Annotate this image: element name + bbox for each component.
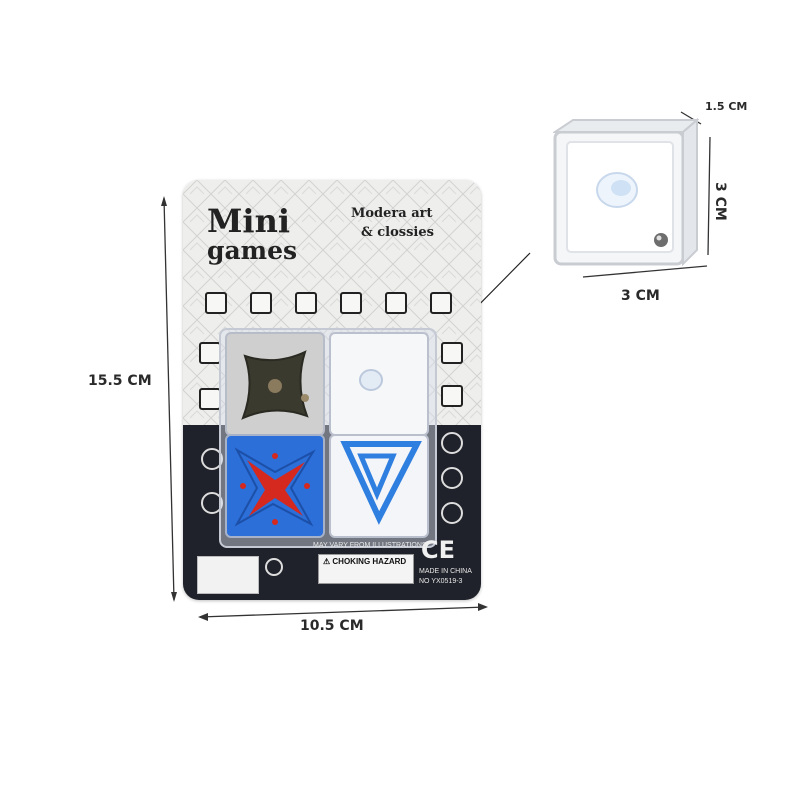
ce-mark: CE [421, 536, 456, 564]
puzzle-icon-5 [385, 292, 407, 314]
puzzle-icon-4 [340, 292, 362, 314]
triangle-puzzle-art [340, 441, 422, 525]
tagline-line1: Modera art [351, 206, 433, 221]
puzzle-icon-right-2 [441, 385, 463, 407]
brand-title-mini: Mini [207, 202, 290, 240]
puzzle-icon-3 [295, 292, 317, 314]
warning-label-box [197, 556, 259, 594]
height-dimension-line [163, 197, 175, 601]
cube-closeup-image [553, 118, 699, 267]
brand-title-games: games [207, 236, 298, 265]
puzzle-icon-2 [250, 292, 272, 314]
tile-dial-puzzle [225, 332, 325, 436]
recycle-icon [265, 558, 283, 576]
disclaimer-text: MAY VARY FROM ILLUSTRATIONS [313, 542, 427, 549]
cube-height-label: 3 CM [712, 182, 728, 221]
tile-hole-puzzle [329, 332, 429, 436]
cube-depth-label: 1.5 CM [705, 100, 748, 113]
cube-width-label: 3 CM [621, 288, 660, 304]
origin-text: MADE IN CHINA [419, 568, 472, 575]
height-label: 15.5 CM [88, 373, 152, 389]
star-puzzle-art [234, 447, 316, 527]
puzzle-icon-left-1 [199, 342, 221, 364]
tagline-line2: & clossies [361, 225, 434, 240]
choking-hazard-label: ⚠ CHOKING HAZARD [318, 554, 414, 584]
width-dimension-line [199, 606, 487, 618]
puzzle-icon-left-3 [201, 448, 223, 470]
warning-triangle-icon: ⚠ [323, 557, 331, 566]
choking-hazard-text: CHOKING HAZARD [332, 557, 407, 566]
puzzle-icon-right-4 [441, 467, 463, 489]
dial-puzzle-art [241, 350, 309, 420]
model-number-text: NO YX0519-3 [419, 578, 463, 585]
tile-star-puzzle [225, 434, 325, 538]
puzzle-icon-6 [430, 292, 452, 314]
cube-height-dimension-line [707, 136, 711, 256]
puzzle-icon-left-4 [201, 492, 223, 514]
puzzle-icon-right-1 [441, 342, 463, 364]
puzzle-icon-1 [205, 292, 227, 314]
cube-width-dimension-line [582, 265, 708, 278]
width-label: 10.5 CM [300, 618, 364, 634]
hole-puzzle-art [359, 369, 383, 391]
product-card: Mini games Modera art & clossies [183, 180, 481, 600]
puzzle-icon-right-5 [441, 502, 463, 524]
tile-triangle-puzzle [329, 434, 429, 538]
puzzle-icon-left-2 [199, 388, 221, 410]
puzzle-icon-right-3 [441, 432, 463, 454]
